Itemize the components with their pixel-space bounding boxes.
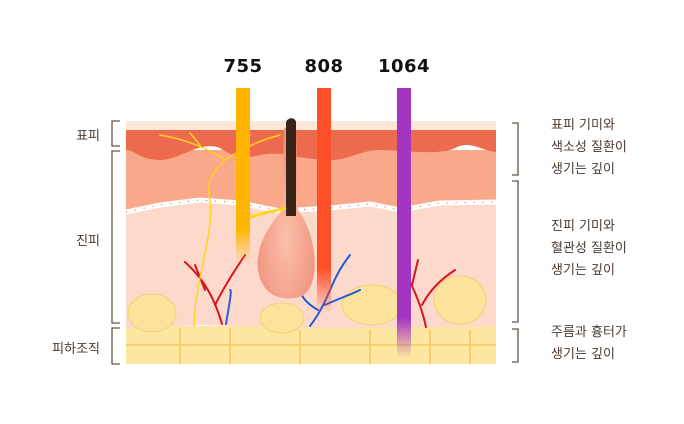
laser-beam-808 — [317, 88, 331, 313]
hair-shaft — [286, 118, 296, 216]
description-line: 생기는 깊이 — [551, 263, 615, 278]
laser-beam-755 — [236, 88, 250, 263]
description-line: 표피 기미와 — [551, 118, 615, 133]
description-line: 색소성 질환이 — [551, 140, 627, 155]
description-subcutaneous: 주름과 흉터가 생기는 깊이 — [551, 322, 627, 366]
description-line: 혈관성 질환이 — [551, 241, 627, 256]
wavelength-label-808: 808 — [304, 56, 344, 77]
layer-label-dermis: 진피 — [76, 234, 100, 249]
description-line: 생기는 깊이 — [551, 162, 615, 177]
wavelength-label-1064: 1064 — [377, 56, 431, 77]
layer-label-subcutaneous: 피하조직 — [52, 342, 100, 357]
layer-label-epidermis: 표피 — [76, 129, 100, 144]
description-line: 주름과 흉터가 — [551, 325, 627, 340]
description-line: 생기는 깊이 — [551, 347, 615, 362]
laser-beam-1064 — [397, 88, 411, 358]
layer-brackets — [111, 120, 519, 365]
description-epidermis: 표피 기미와 색소성 질환이 생기는 깊이 — [551, 115, 627, 181]
description-line: 진피 기미와 — [551, 219, 615, 234]
wavelength-label-755: 755 — [223, 56, 263, 77]
description-dermis: 진피 기미와 혈관성 질환이 생기는 깊이 — [551, 216, 627, 282]
